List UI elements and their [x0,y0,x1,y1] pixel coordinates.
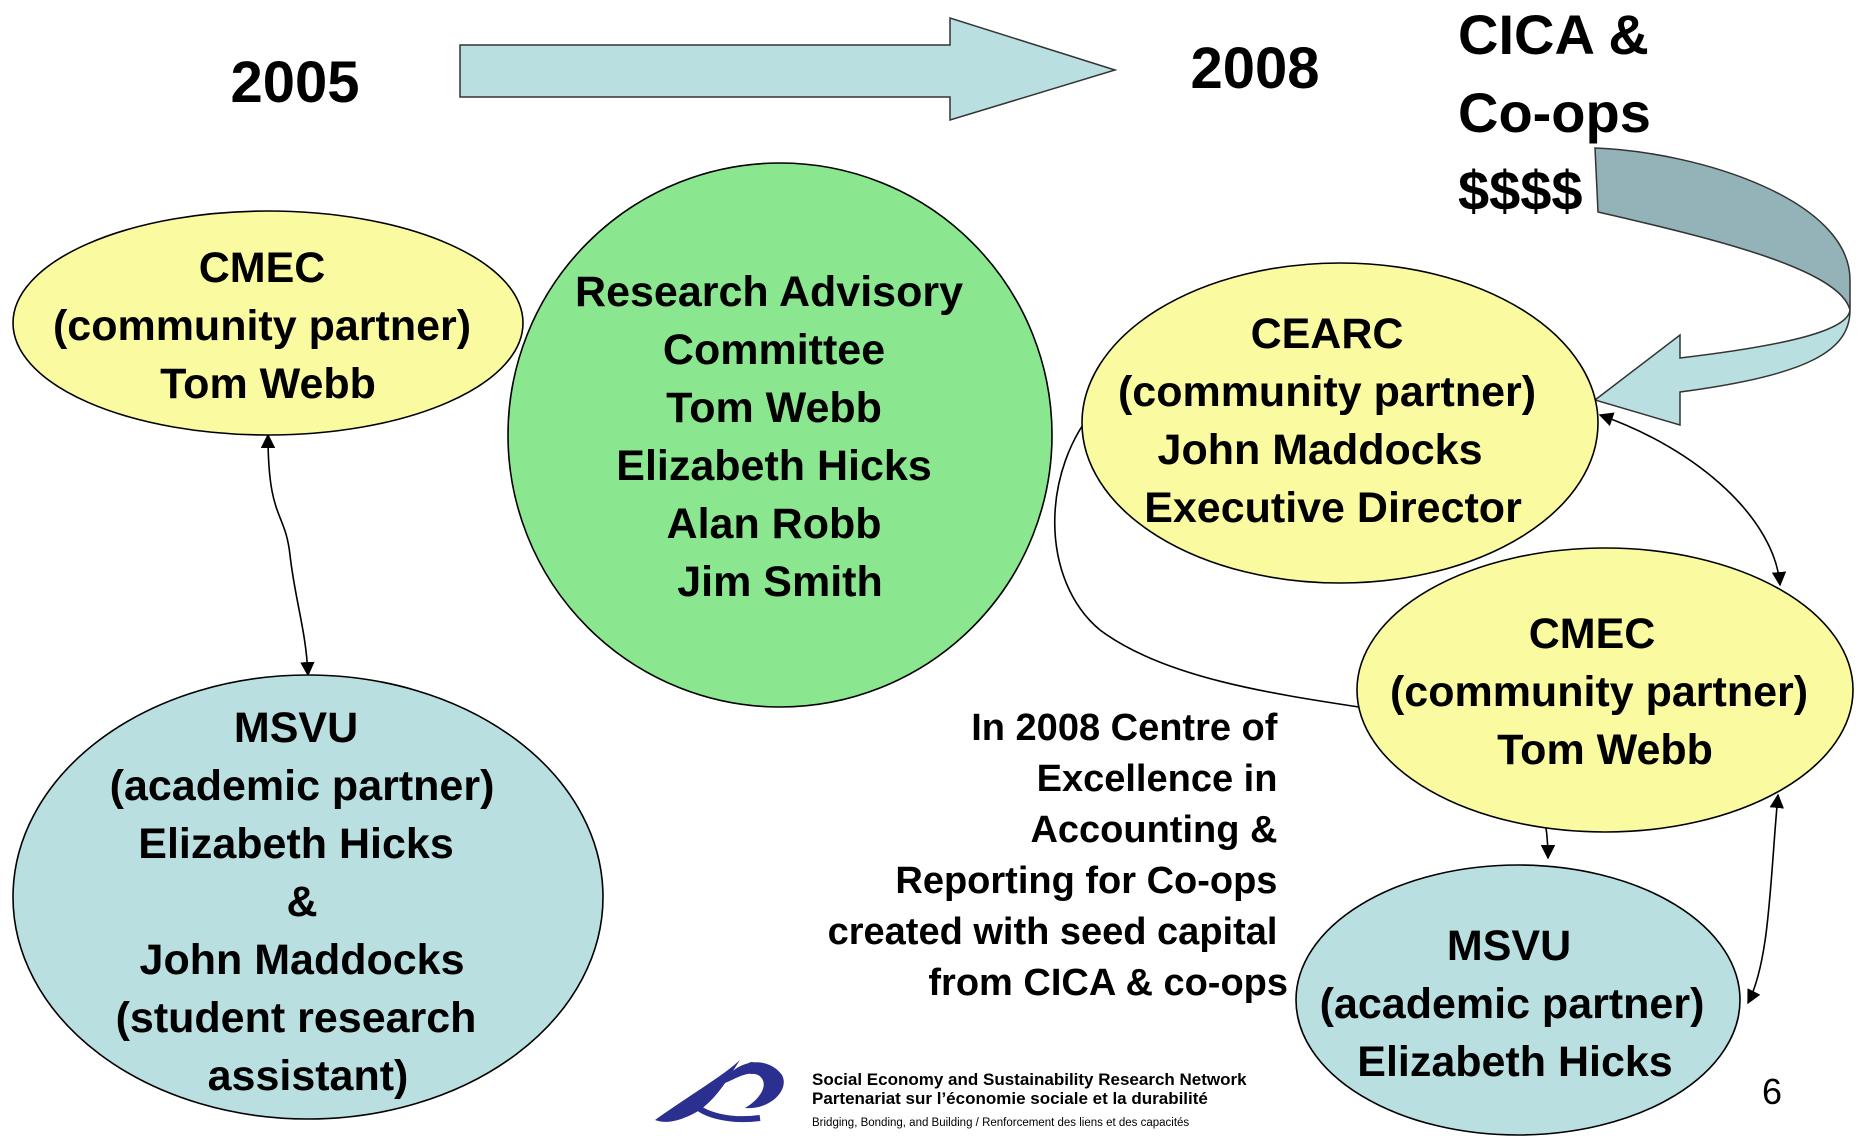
note-line: Accounting & [1030,809,1277,851]
node-line: MSVU [1447,922,1571,970]
cmec-2005-ellipse [12,210,524,436]
research-committee-ellipse [507,162,1053,708]
funding-label: CICA & Co-ops $$$$ [1458,3,1666,222]
note-line: In 2008 Centre of [971,707,1278,749]
node-line: Tom Webb [160,360,376,408]
funding-line: $$$$ [1458,159,1583,222]
connector-cmec-msvu-2008 [1747,793,1784,1005]
node-line: (academic partner) [1320,980,1705,1028]
msvu-2005-label: MSVU (academic partner) Elizabeth Hicks … [110,704,507,1100]
footer-org-en: Social Economy and Sustainability Resear… [812,1070,1247,1089]
connector-cearc-cmec [1598,412,1787,587]
node-line: (community partner) [53,302,471,350]
node-line: MSVU [234,704,358,752]
cearc-ellipse [1081,262,1599,584]
node-line: John Maddocks [1158,426,1483,474]
page-number: 6 [1762,1071,1782,1112]
node-line: CMEC [1529,610,1656,658]
node-line: (student research [116,994,477,1042]
msvu-2008-ellipse [1295,864,1741,1136]
node-line: Alan Robb [667,500,882,548]
research-committee-label: Research Advisory Committee Tom Webb Eli… [575,268,975,606]
cmec-2008-ellipse [1356,547,1854,833]
node-line: Elizabeth Hicks [1357,1038,1672,1086]
network-logo [655,1060,784,1123]
node-line: (community partner) [1390,668,1808,716]
year-end: 2008 [1190,36,1319,101]
funding-line: Co-ops [1458,81,1651,144]
node-line: Elizabeth Hicks [616,442,931,490]
funding-line: CICA & [1458,3,1649,66]
cmec-2005-label: CMEC (community partner) Tom Webb [53,244,483,408]
note-line: Reporting for Co-ops [895,860,1277,902]
funding-arrow [1593,147,1851,427]
node-line: Committee [663,326,885,374]
note-line: created with seed capital [828,911,1278,953]
node-line: Research Advisory [575,268,963,316]
cearc-label: CEARC (community partner) John Maddocks … [1118,310,1548,532]
note-line: Excellence in [1037,758,1278,800]
node-line: Tom Webb [666,384,882,432]
timeline-arrow [459,16,1118,122]
node-line: (community partner) [1118,368,1536,416]
node-line: CMEC [199,244,326,292]
node-line: & [286,878,317,926]
centre-of-excellence-note: In 2008 Centre of Excellence in Accounti… [828,707,1288,1004]
node-line: Jim Smith [677,558,883,606]
footer-org-fr: Partenariat sur l’économie sociale et la… [812,1089,1208,1108]
note-line: from CICA & co-ops [928,962,1288,1004]
node-line: CEARC [1251,310,1404,358]
cmec-2008-label: CMEC (community partner) Tom Webb [1390,610,1820,774]
connector-cmec-msvu-2005 [260,433,315,677]
year-start: 2005 [230,50,359,115]
msvu-2005-ellipse [12,674,604,1120]
node-line: Executive Director [1144,484,1522,532]
node-line: Tom Webb [1497,726,1713,774]
node-line: (academic partner) [110,762,495,810]
msvu-2008-label: MSVU (academic partner) Elizabeth Hicks [1320,922,1717,1086]
node-line: assistant) [208,1052,409,1100]
node-line: Elizabeth Hicks [138,820,453,868]
footer-tagline: Bridging, Bonding, and Building / Renfor… [812,1117,1189,1129]
node-line: John Maddocks [140,936,465,984]
